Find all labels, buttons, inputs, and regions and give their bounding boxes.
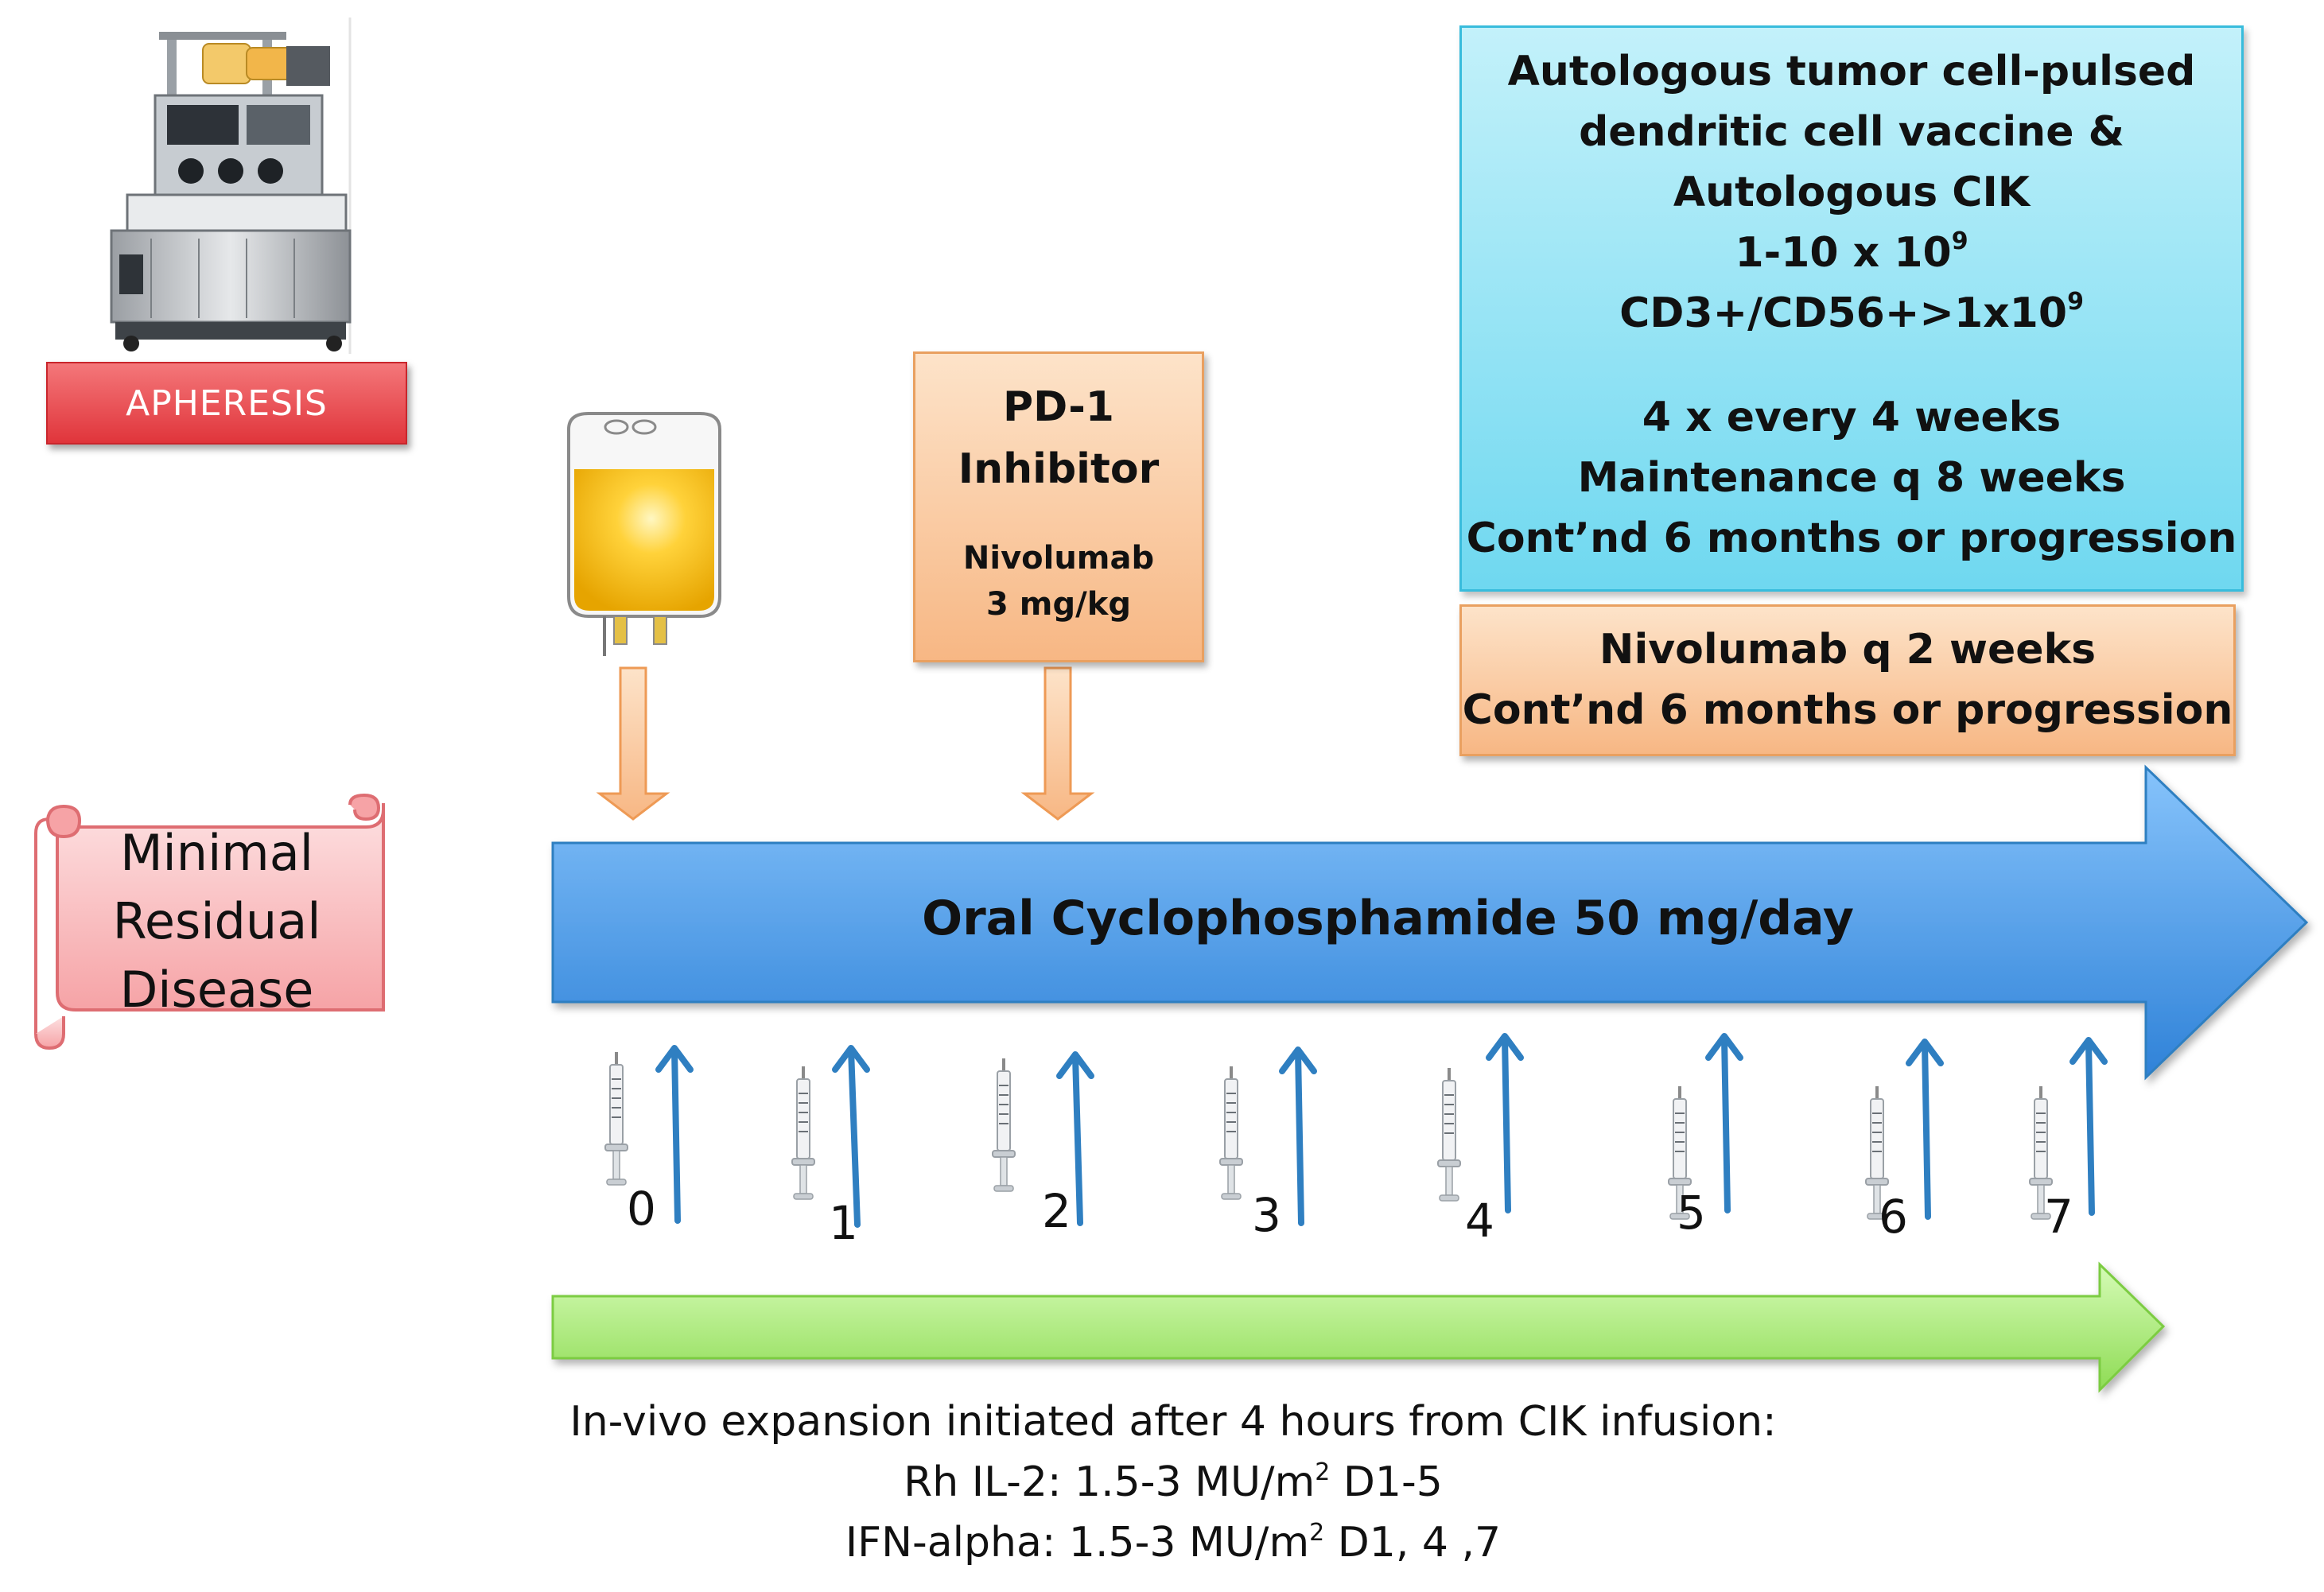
cik-line-8: Cont’nd 6 months or progression [1466,514,2237,562]
cik-line-5: CD3+/CD56+>1x109 [1462,283,2241,344]
nivolumab-box: Nivolumab q 2 weeks Cont’nd 6 months or … [1459,604,2236,756]
pd1-drug: Nivolumab 3 mg/kg [915,535,1202,627]
scroll-icon [34,793,385,1050]
cik-line-1: Autologous tumor cell-pulsed [1507,48,2196,95]
day-label-0: 0 [627,1182,656,1236]
il2-unit-exponent: 2 [1315,1458,1331,1486]
syringe-icon [791,1065,816,1201]
apheresis-label: APHERESIS [46,362,407,445]
nivo-line-1: Nivolumab q 2 weeks [1599,626,2097,674]
cik-vaccine-box: Autologous tumor cell-pulsed dendritic c… [1459,25,2244,592]
il2-days-text: D1-5 [1330,1458,1443,1506]
iv-bag-down-arrow [596,666,670,821]
ifn-unit-exponent: 2 [1309,1519,1325,1547]
day-label-4: 4 [1465,1194,1494,1248]
cyclophosphamide-label: Oral Cyclophosphamide 50 mg/day [922,891,1854,946]
infusion-arrow-day-2 [1056,1051,1094,1226]
day-label-5: 5 [1677,1186,1706,1240]
il2-dose-text: Rh IL-2: 1.5-3 MU/m [904,1458,1316,1506]
iv-bag-icon [567,412,721,656]
pd1-inhibitor-box: PD-1 Inhibitor Nivolumab 3 mg/kg [913,351,1204,662]
cik-line-5-base: CD3+/CD56+>1x10 [1619,289,2068,337]
infusion-arrow-day-3 [1279,1046,1317,1226]
apheresis-machine-icon [110,17,352,354]
pd1-title: PD-1 Inhibitor [915,376,1202,500]
infusion-arrow-day-7 [2069,1037,2108,1216]
cik-line-7: Maintenance q 8 weeks [1577,454,2126,502]
expansion-line-3: IFN-alpha: 1.5-3 MU/m2 D1, 4 ,7 [557,1512,1790,1573]
infusion-arrow-day-4 [1486,1033,1524,1213]
infusion-arrow-day-6 [1906,1039,1944,1220]
expansion-line-2: Rh IL-2: 1.5-3 MU/m2 D1-5 [557,1452,1790,1512]
cik-line-4-base: 1-10 x 10 [1735,229,1952,277]
cik-line-6: 4 x every 4 weeks [1642,394,2062,441]
nivo-line-2: Cont’nd 6 months or progression [1462,686,2233,734]
in-vivo-expansion-text: In-vivo expansion initiated after 4 hour… [557,1392,1790,1573]
pd1-drug-name: Nivolumab [962,540,1155,577]
ifn-dose-text: IFN-alpha: 1.5-3 MU/m [845,1519,1310,1567]
expansion-arrow [551,1261,2166,1393]
cyclophosphamide-arrow [551,764,2309,1081]
infusion-arrow-day-0 [655,1045,694,1224]
cik-line-2: dendritic cell vaccine & [1579,108,2124,156]
expansion-line-1: In-vivo expansion initiated after 4 hour… [569,1398,1777,1446]
syringe-icon [604,1050,629,1186]
mrd-line-3: Disease [119,961,314,1019]
mrd-line-2: Residual [112,892,321,950]
pd1-down-arrow [1020,666,1095,821]
day-label-1: 1 [829,1196,858,1250]
apheresis-text: APHERESIS [126,382,328,424]
day-label-3: 3 [1252,1188,1281,1242]
infusion-arrow-day-1 [832,1045,870,1228]
pd1-drug-dose: 3 mg/kg [986,586,1131,623]
minimal-residual-disease-label: Minimal Residual Disease [76,819,358,1024]
syringe-icon [1436,1066,1462,1202]
day-label-2: 2 [1042,1184,1071,1238]
pd1-title-line1: PD-1 [1002,383,1114,431]
cik-line-5-exponent: 9 [2067,288,2084,316]
cik-line-4-exponent: 9 [1951,227,1968,255]
day-label-6: 6 [1879,1190,1908,1244]
cik-line-3: Autologous CIK [1673,169,2031,216]
infusion-arrow-day-5 [1705,1033,1743,1213]
day-label-7: 7 [2044,1190,2073,1244]
syringe-icon [1218,1065,1244,1201]
mrd-line-1: Minimal [120,824,313,882]
pd1-title-line2: Inhibitor [958,445,1160,493]
ifn-days-text: D1, 4 ,7 [1324,1519,1502,1567]
syringe-icon [991,1057,1016,1193]
cik-line-4: 1-10 x 109 [1462,223,2241,283]
